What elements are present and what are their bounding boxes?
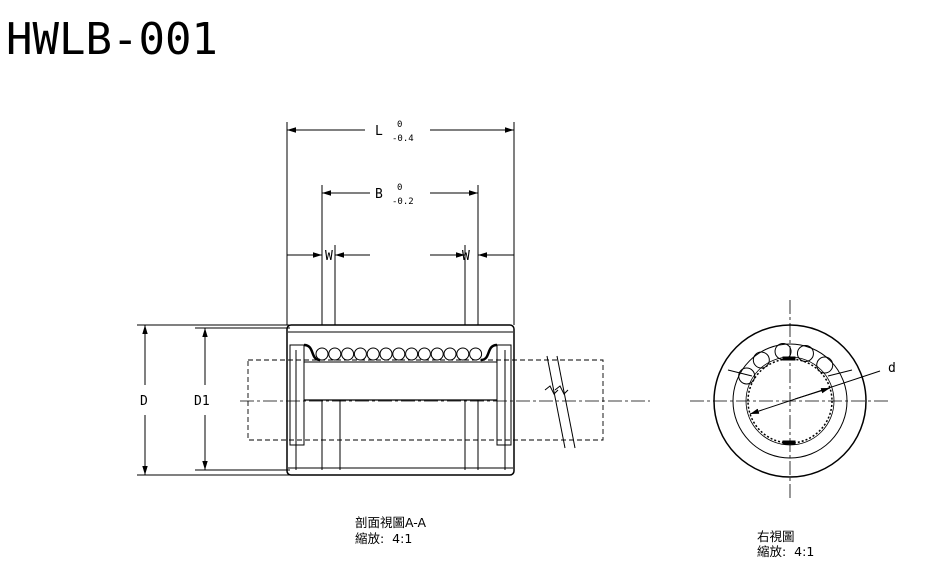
ball — [752, 351, 770, 369]
ball — [353, 347, 367, 361]
dim-B-tol-upper: 0 — [397, 183, 402, 193]
outer-ring — [713, 324, 867, 478]
ball — [816, 356, 834, 374]
dim-B-tol-lower: -0.2 — [392, 197, 414, 207]
ball — [315, 347, 329, 361]
ball — [796, 344, 814, 362]
dim-D1-label: D1 — [194, 394, 210, 409]
section-view-title: 剖面視圖A-A — [355, 515, 427, 530]
bushing-outer-body — [286, 324, 515, 476]
ball — [443, 347, 457, 361]
ball — [392, 347, 406, 361]
dim-B-label: B — [375, 187, 383, 202]
ball-row — [315, 347, 483, 361]
right-view — [690, 300, 890, 500]
ball — [379, 347, 393, 361]
right-view-title: 右視圖 — [757, 529, 795, 544]
dim-L-tol-lower: -0.4 — [392, 134, 414, 144]
ball — [366, 347, 380, 361]
ball — [456, 347, 470, 361]
dim-W-left-label: W — [325, 249, 333, 264]
section-view — [137, 122, 650, 476]
ball — [417, 347, 431, 361]
ball — [328, 347, 342, 361]
ball — [405, 347, 419, 361]
dim-D-label: D — [140, 394, 148, 409]
ball — [430, 347, 444, 361]
drawing-title: HWLB-001 — [6, 14, 218, 65]
ball — [469, 347, 483, 361]
section-view-scale: 縮放: 4:1 — [355, 531, 412, 546]
dim-d-label: d — [888, 361, 896, 376]
ball — [341, 347, 355, 361]
right-view-scale: 縮放: 4:1 — [757, 544, 814, 559]
dim-L-label: L — [375, 124, 383, 139]
shaft-hidden-outline — [247, 359, 604, 441]
dim-W-right-label: W — [462, 249, 470, 264]
dim-L-tol-upper: 0 — [397, 120, 402, 130]
ball — [738, 367, 756, 385]
